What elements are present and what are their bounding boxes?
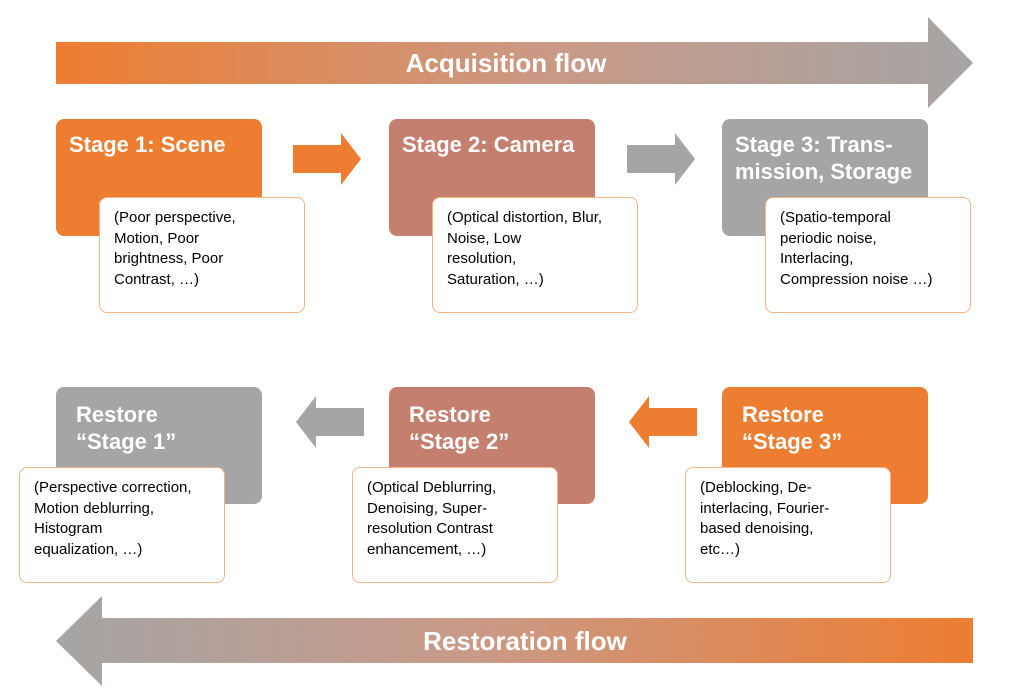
restore-stage-1-title: Restore “Stage 1”	[76, 402, 177, 454]
stage-1-note-text: (Poor perspective, Motion, Poor brightne…	[114, 209, 236, 288]
acquisition-flow-arrow	[56, 17, 973, 108]
right-arrow-icon-orange	[293, 133, 361, 185]
restore-stage-1-note: (Perspective correction, Motion deblurri…	[19, 467, 225, 583]
stage-3-title: Stage 3: Trans- mission, Storage	[735, 132, 913, 184]
restore-stage-1-note-text: (Perspective correction, Motion deblurri…	[34, 479, 192, 558]
stage-2-note-text: (Optical distortion, Blur, Noise, Low re…	[447, 209, 603, 288]
left-arrow-icon-orange	[629, 396, 697, 448]
left-arrow-icon-gray	[296, 396, 364, 448]
restore-stage-2-title: Restore “Stage 2”	[409, 402, 510, 454]
stage-3-note-text: (Spatio-temporal periodic noise, Interla…	[780, 209, 933, 288]
stage-3-note: (Spatio-temporal periodic noise, Interla…	[765, 197, 971, 313]
restore-stage-3-box: Restore “Stage 3”	[722, 387, 928, 504]
stage-2-note: (Optical distortion, Blur, Noise, Low re…	[432, 197, 638, 313]
restore-stage-3-note: (Deblocking, De- interlacing, Fourier- b…	[685, 467, 891, 583]
restore-stage-2-note-text: (Optical Deblurring, Denoising, Super- r…	[367, 479, 497, 558]
restore-stage-2-note: (Optical Deblurring, Denoising, Super- r…	[352, 467, 558, 583]
restoration-flow-arrow	[56, 596, 973, 686]
restoration-flow-label: Restoration flow	[423, 626, 627, 656]
stage-1-title: Stage 1: Scene	[69, 132, 226, 157]
restore-stage-3-title: Restore “Stage 3”	[742, 402, 843, 454]
restore-stage-3-note-text: (Deblocking, De- interlacing, Fourier- b…	[700, 479, 830, 558]
right-arrow-icon-gray	[627, 133, 695, 185]
stage-2-title: Stage 2: Camera	[402, 132, 575, 157]
acquisition-flow-label: Acquisition flow	[405, 48, 607, 78]
stage-1-note: (Poor perspective, Motion, Poor brightne…	[99, 197, 305, 313]
